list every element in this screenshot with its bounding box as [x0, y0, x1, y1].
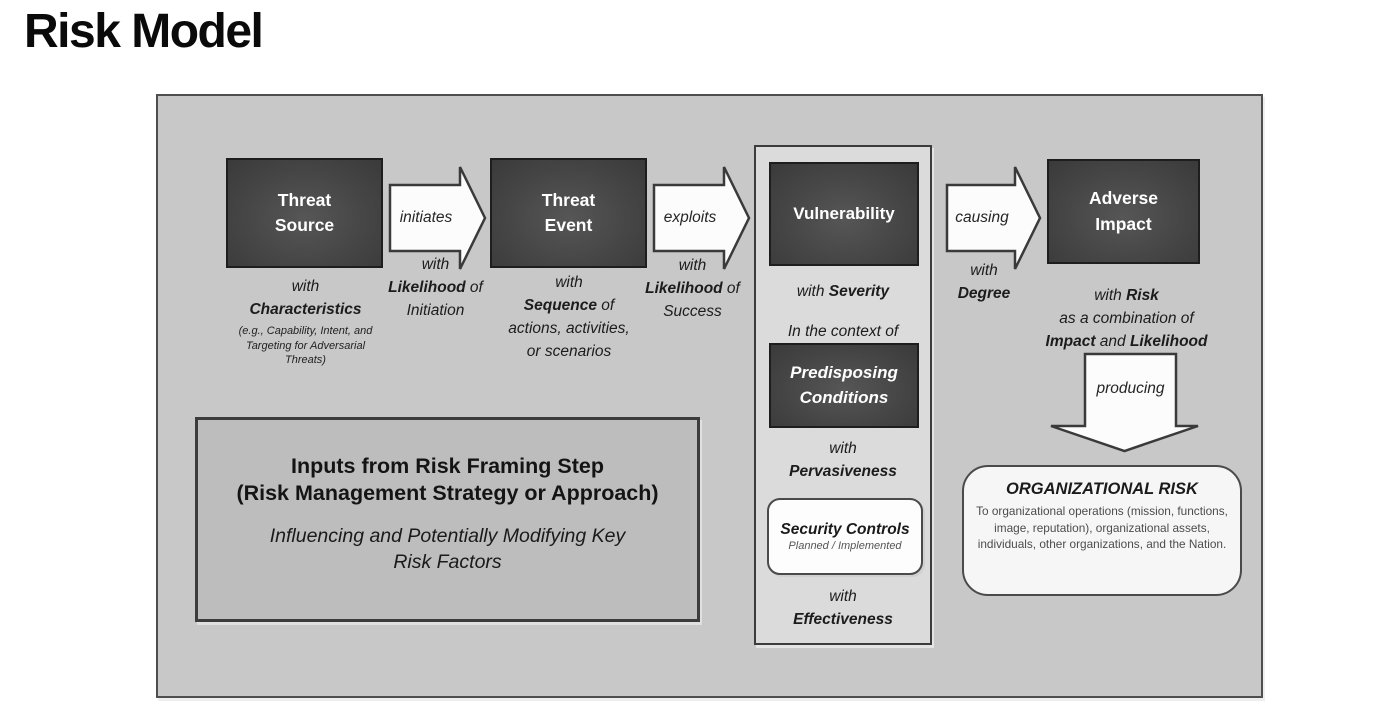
threat-source-label-1: Threat: [277, 189, 332, 210]
characteristics-annotation: with Characteristics (e.g., Capability, …: [213, 275, 398, 368]
exploits-arrow-icon: exploits: [652, 166, 751, 270]
characteristics-note: (e.g., Capability, Intent, and Targeting…: [238, 325, 373, 366]
adverse-impact-label-1: Adverse: [1088, 188, 1159, 209]
inputs-risk-framing-box: Inputs from Risk Framing Step (Risk Mana…: [195, 417, 700, 622]
causing-arrow-icon: causing: [945, 166, 1042, 270]
causing-arrow-label: causing: [955, 209, 1009, 226]
initiates-arrow-icon: initiates: [388, 166, 487, 270]
organizational-risk-box: ORGANIZATIONAL RISK To organizational op…: [962, 465, 1242, 596]
vulnerability-label: Vulnerability: [793, 203, 895, 223]
exploits-arrow-label: exploits: [663, 209, 717, 226]
predisposing-conditions-box: Predisposing Conditions: [769, 343, 919, 428]
severity-annotation: with Severity: [796, 283, 890, 300]
security-controls-title: Security Controls: [780, 521, 910, 538]
adverse-impact-label-2: Impact: [1095, 213, 1152, 234]
initiates-arrow-label: initiates: [399, 209, 453, 226]
producing-arrow-label: producing: [1096, 380, 1165, 397]
vulnerability-column: Vulnerability with Severity In the conte…: [754, 145, 932, 645]
characteristics-with: with: [291, 278, 320, 295]
threat-event-box: Threat Event: [490, 158, 647, 268]
security-controls-box: Security Controls Planned / Implemented: [767, 498, 923, 575]
predisposing-label-1: Predisposing: [790, 362, 898, 382]
likelihood-success-annotation: with Likelihood of Success: [645, 257, 740, 320]
inputs-subtitle: Influencing and Potentially Modifying Ke…: [269, 525, 626, 573]
threat-event-label-2: Event: [544, 215, 593, 235]
effectiveness-annotation: with Effectiveness: [793, 588, 893, 628]
producing-arrow-icon: producing: [1050, 352, 1199, 453]
organizational-risk-title: ORGANIZATIONAL RISK: [1006, 480, 1198, 498]
characteristics-word: Characteristics: [249, 301, 362, 318]
degree-annotation: with Degree: [957, 262, 1011, 302]
adverse-impact-box: Adverse Impact: [1047, 159, 1200, 264]
inputs-title: Inputs from Risk Framing Step (Risk Mana…: [236, 454, 659, 505]
risk-combination-annotation: with Risk as a combination of Impact and…: [1045, 287, 1208, 350]
threat-source-label-2: Source: [274, 215, 335, 235]
predisposing-label-2: Conditions: [799, 387, 889, 407]
vulnerability-box: Vulnerability: [769, 162, 919, 266]
threat-source-box: Threat Source: [226, 158, 383, 268]
sequence-annotation: with Sequence of actions, activities, or…: [508, 274, 630, 360]
pervasiveness-annotation: with Pervasiveness: [789, 440, 897, 480]
risk-model-diagram: Threat Source with Characteristics (e.g.…: [156, 94, 1263, 698]
context-annotation: In the context of: [787, 323, 899, 340]
organizational-risk-body: To organizational operations (mission, f…: [976, 504, 1228, 551]
likelihood-initiation-annotation: with Likelihood of Initiation: [388, 256, 483, 319]
page-title: Risk Model: [24, 5, 264, 58]
threat-event-label-1: Threat: [541, 189, 596, 210]
security-controls-subtitle: Planned / Implemented: [788, 540, 902, 552]
